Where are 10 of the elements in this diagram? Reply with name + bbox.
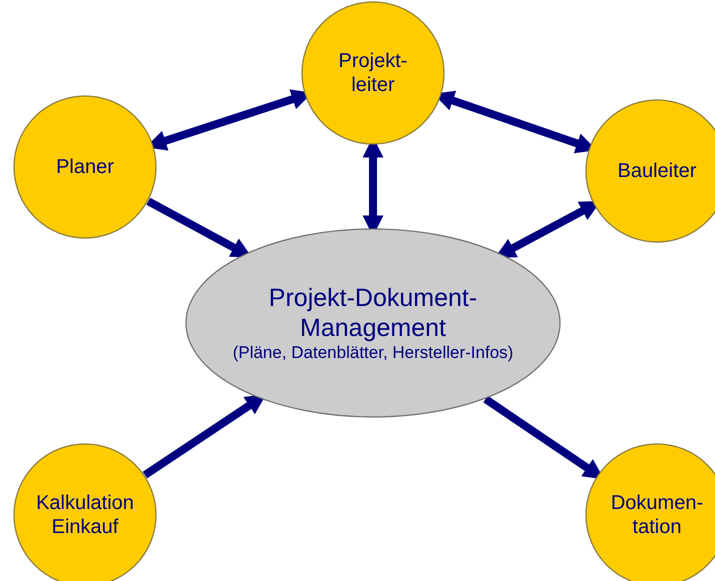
role-circle xyxy=(13,95,157,239)
node-label: Projekt-Dokument-Management xyxy=(268,282,478,343)
node-label: Projekt- leiter xyxy=(338,49,408,97)
node-label: Kalkulation Einkauf xyxy=(35,491,135,539)
central-ellipse xyxy=(185,228,561,418)
node-label: Bauleiter xyxy=(616,159,698,183)
role-circle xyxy=(301,1,445,145)
node-label: Planer xyxy=(55,155,115,179)
node-label: Dokumen- tation xyxy=(610,491,704,539)
node-subtext: (Pläne, Datenblätter, Hersteller-Infos) xyxy=(232,342,514,364)
